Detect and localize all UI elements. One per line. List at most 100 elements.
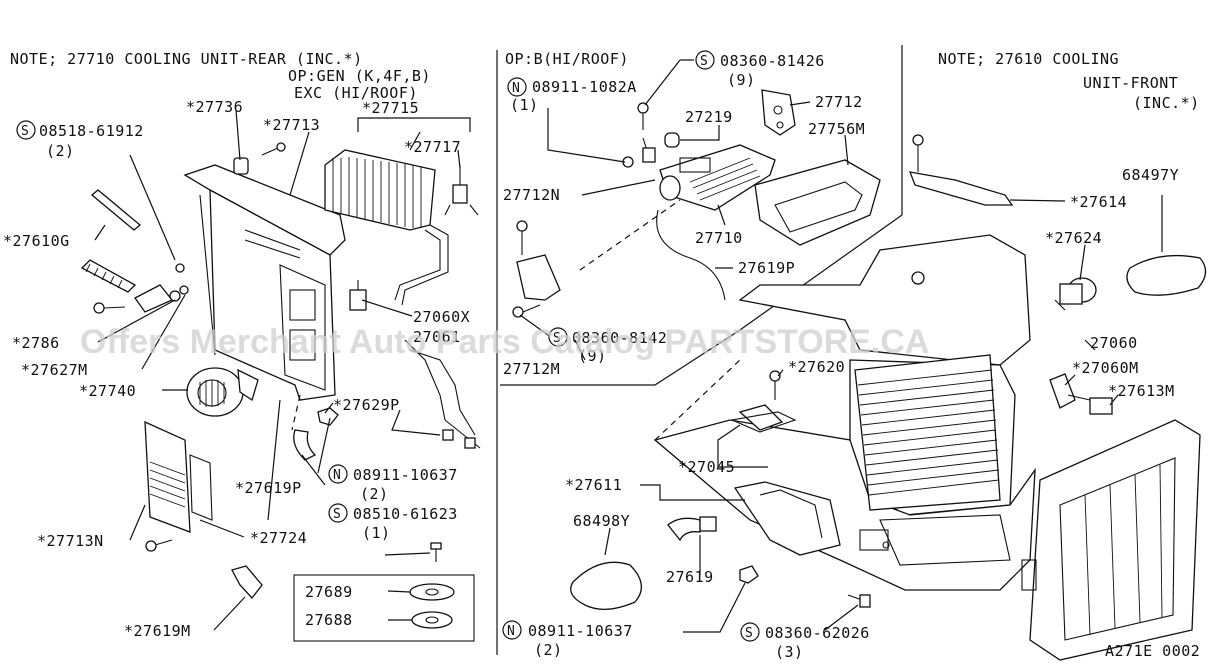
label-27724: *27724: [250, 529, 307, 547]
cover-27713N: [144, 420, 213, 533]
n-symbol-08911-left-letter: N: [333, 468, 341, 483]
s-symbol-08360-8142-mid: [548, 327, 568, 347]
bracket-27712M: [512, 220, 561, 318]
screw-left: [93, 302, 126, 314]
label-08911-10637-left-qty: (2): [360, 485, 389, 503]
evaporator-core: [324, 149, 449, 306]
label-diagram-code: A271E 0002: [1105, 642, 1200, 660]
label-27688: 27688: [305, 611, 353, 629]
label-08911-10637-bottom: 08911-10637: [528, 622, 633, 640]
n-symbol-08911-bottom: [502, 620, 522, 640]
screw-08911-mid: [622, 102, 656, 168]
label-27624: *27624: [1045, 229, 1102, 247]
label-27713: *27713: [263, 116, 320, 134]
label-27611: *27611: [565, 476, 622, 494]
harness-rear: [404, 339, 481, 449]
s-symbol-08510-letter: S: [333, 507, 341, 522]
pad-68497Y: [1126, 254, 1207, 296]
motor-27624: [1054, 277, 1097, 311]
dashed-right: [654, 359, 741, 441]
label-27689: 27689: [305, 583, 353, 601]
label-08360-8142-mid-qty: (9): [578, 347, 607, 365]
note-front-line3: (INC.*): [1133, 94, 1200, 112]
label-08911-10637-left: 08911-10637: [353, 466, 458, 484]
bracket-27712: [761, 89, 796, 136]
label-08911-10637-bottom-qty: (2): [534, 641, 563, 659]
n-symbol-08911-1082A: [507, 77, 527, 97]
dashed-mid: [579, 199, 681, 271]
label-27614: *27614: [1070, 193, 1127, 211]
label-27060M: *27060M: [1072, 359, 1139, 377]
cap-27219: [664, 132, 680, 148]
cover-27613M: [1021, 419, 1201, 661]
bolt-27724: [145, 539, 173, 552]
heater-core-27620: [854, 354, 1001, 511]
s-symbol-08510: [328, 503, 348, 523]
label-27627M: *27627M: [21, 361, 88, 379]
note-rear-line2: OP:GEN (K,4F,B): [288, 67, 431, 85]
nut-bottom: [739, 565, 759, 584]
label-27629P: *27629P: [333, 396, 400, 414]
label-27740: *27740: [79, 382, 136, 400]
watermark: Offers Merchant Auto Parts Catalog PARTS…: [80, 323, 930, 361]
label-08510-61623: 08510-61623: [353, 505, 458, 523]
s-symbol-08518: [16, 120, 36, 140]
label-27219: 27219: [685, 108, 733, 126]
label-27619P-left: *27619P: [235, 479, 302, 497]
resistor-27045: [730, 370, 797, 433]
n-symbol-08911-left: [328, 464, 348, 484]
s-symbol-08360-62026: [740, 622, 760, 642]
label-68498Y: 68498Y: [573, 512, 630, 530]
note-front-line1: NOTE; 27610 COOLING: [938, 50, 1119, 68]
n-symbol-08911-bottom-letter: N: [507, 624, 515, 639]
note-rear-line1: NOTE; 27710 COOLING UNIT-REAR (INC.*): [10, 50, 363, 68]
expansion-valve-rear: [444, 165, 479, 216]
label-08360-8142-mid: 08360-8142: [572, 329, 667, 347]
dashed-left: [291, 394, 301, 431]
label-08911-1082A-qty: (1): [510, 96, 539, 114]
label-27736: *27736: [186, 98, 243, 116]
s-symbol-08518-letter: S: [21, 124, 29, 139]
label-27619: 27619: [666, 568, 714, 586]
label-27061-partial: 27061: [413, 328, 461, 346]
label-27756M: 27756M: [808, 120, 865, 138]
leaders-left: [94, 109, 471, 631]
note-front-line2: UNIT-FRONT: [1083, 74, 1178, 92]
clip-27619M: [231, 565, 263, 600]
bracket-27627M: [134, 284, 189, 313]
blower-27710: [659, 144, 776, 211]
label-27710: 27710: [695, 229, 743, 247]
label-08518-qty: (2): [46, 142, 75, 160]
pad-68498Y: [570, 561, 642, 610]
blower-motor-27740: [186, 367, 259, 417]
bracket-27736: [233, 157, 249, 175]
label-27620: *27620: [788, 358, 845, 376]
grommet-box: [293, 574, 475, 642]
s-symbol-08360-62026-letter: S: [745, 626, 753, 641]
n-symbol-08911-1082A-letter: N: [512, 81, 520, 96]
screw-center: [175, 263, 185, 273]
bolt-08510: [430, 542, 442, 562]
label-08360-62026-qty: (3): [775, 643, 804, 661]
s-symbol-08360-8142-mid-letter: S: [553, 331, 561, 346]
label-27619P-mid: 27619P: [738, 259, 795, 277]
note-rear-line3: EXC (HI/ROOF): [294, 84, 418, 102]
wire-27619P-mid: [656, 209, 726, 301]
label-27613M: *27613M: [1108, 382, 1175, 400]
rear-housing: [183, 164, 346, 401]
clip-27060X: [349, 280, 367, 311]
label-08360-81426: 08360-81426: [720, 52, 825, 70]
duct-27756M: [754, 159, 881, 246]
label-27610G: *27610G: [3, 232, 70, 250]
bracket-27611: [733, 481, 841, 556]
screw-top-left: [261, 142, 286, 156]
label-08510-qty: (1): [362, 524, 391, 542]
label-27712M: 27712M: [503, 360, 560, 378]
label-27713N: *27713N: [37, 532, 104, 550]
spring-clip: [80, 259, 137, 293]
note-mid-line1: OP:B(HI/ROOF): [505, 50, 629, 68]
leaders-right: [604, 195, 1163, 633]
label-27715: *27715: [362, 99, 419, 117]
bracket-27614: [908, 134, 1014, 206]
